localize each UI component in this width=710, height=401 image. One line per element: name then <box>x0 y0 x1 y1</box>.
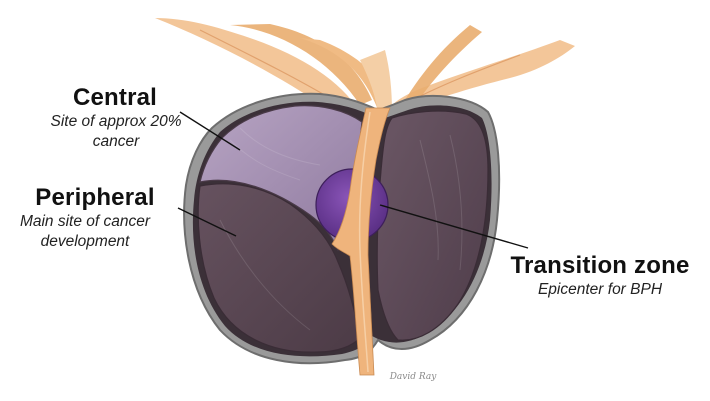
transition-zone-description: Epicenter for BPH <box>495 280 705 300</box>
right-lobe <box>377 111 488 340</box>
peripheral-desc-line-2: development <box>0 232 170 252</box>
central-desc-line-1: Site of approx 20% <box>16 112 216 132</box>
peripheral-zone-label: Peripheral <box>15 184 175 212</box>
artist-signature: David Ray <box>378 372 448 382</box>
central-desc-line-2: cancer <box>16 132 216 152</box>
peripheral-desc-line-1: Main site of cancer <box>0 212 170 232</box>
peripheral-zone-description: Main site of cancer development <box>0 212 170 252</box>
transition-zone-label: Transition zone <box>495 252 705 280</box>
tissue-fan <box>155 18 575 114</box>
central-zone-description: Site of approx 20% cancer <box>16 112 216 152</box>
central-zone-label: Central <box>40 84 190 112</box>
